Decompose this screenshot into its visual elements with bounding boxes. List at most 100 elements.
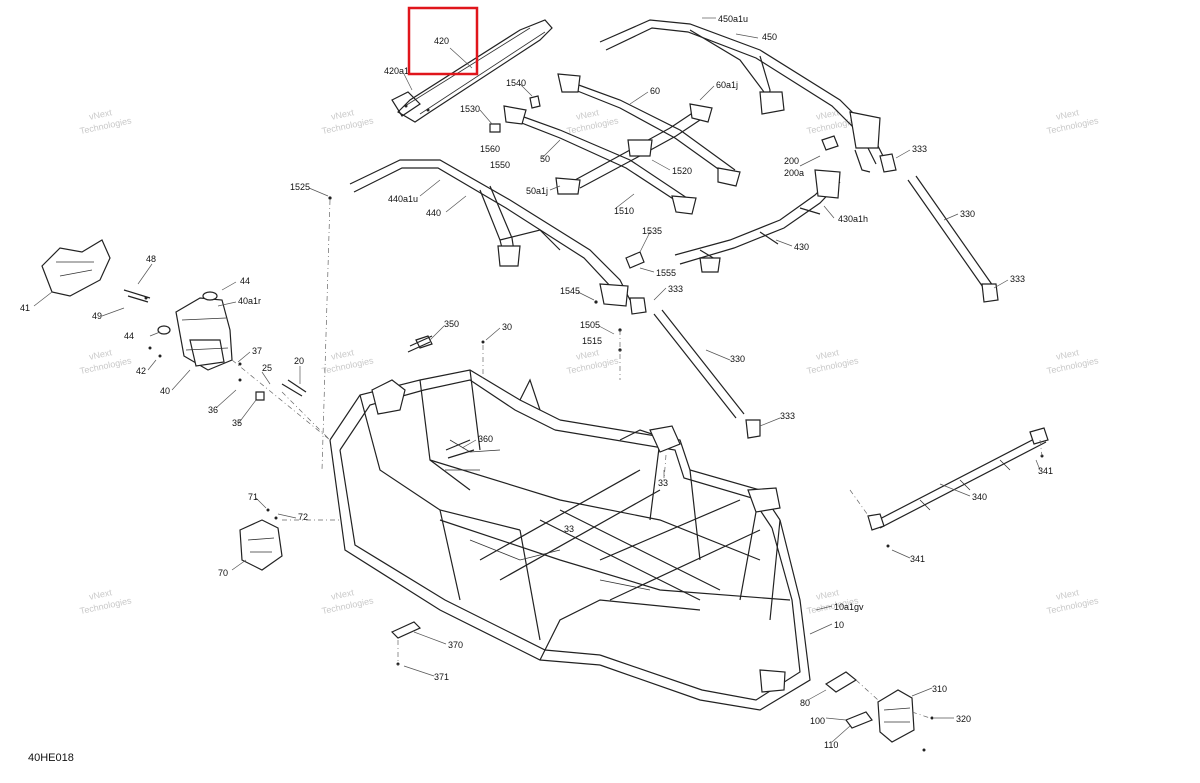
svg-text:vNext: vNext — [575, 347, 600, 362]
callout-200a: 200a — [784, 168, 804, 178]
callout-310: 310 — [932, 684, 947, 694]
callout-370: 370 — [448, 640, 463, 650]
svg-text:vNext: vNext — [815, 587, 840, 602]
part-420-pillar — [391, 19, 553, 123]
part-70-mount — [239, 508, 283, 571]
part-450-hoop — [599, 19, 886, 173]
callout-200: 200 — [784, 156, 799, 166]
callout-37: 37 — [252, 346, 262, 356]
callout-72: 72 — [298, 512, 308, 522]
part-310-bracket — [877, 689, 915, 743]
callout-1525: 1525 — [290, 182, 310, 192]
callout-450a1u: 450a1u — [718, 14, 748, 24]
part-200-clip — [821, 135, 839, 151]
svg-text:vNext: vNext — [88, 347, 113, 362]
part-20-25-pins — [238, 378, 307, 401]
part-60-brace — [557, 73, 741, 189]
callout-48: 48 — [146, 254, 156, 264]
callout-labels: 420 420a1 450a1u 450 1540 60 60a1j 1530 … — [20, 14, 1053, 750]
svg-text:vNext: vNext — [88, 587, 113, 602]
callout-1515: 1515 — [582, 336, 602, 346]
callout-333: 333 — [1010, 274, 1025, 284]
callout-110: 110 — [824, 740, 838, 750]
callout-35: 35 — [232, 418, 242, 428]
part-350-360-brackets — [407, 335, 485, 459]
callout-33: 33 — [658, 478, 668, 488]
svg-text:vNext: vNext — [330, 107, 355, 122]
part-330-strut-right — [879, 153, 999, 303]
callout-420a1: 420a1 — [384, 66, 409, 76]
callout-340: 340 — [972, 492, 987, 502]
callout-40a1r: 40a1r — [238, 296, 261, 306]
callout-350: 350 — [444, 319, 459, 329]
callout-60a1j: 60a1j — [716, 80, 738, 90]
callout-430: 430 — [794, 242, 809, 252]
callout-1530: 1530 — [460, 104, 480, 114]
callout-440a1u: 440a1u — [388, 194, 418, 204]
callout-100: 100 — [810, 716, 825, 726]
callout-44: 44 — [240, 276, 250, 286]
callout-25: 25 — [262, 363, 272, 373]
assembly-lines — [231, 199, 1043, 719]
svg-text:vNext: vNext — [330, 587, 355, 602]
part-10-main-frame — [329, 369, 811, 711]
callout-450: 450 — [762, 32, 777, 42]
callout-330: 330 — [730, 354, 745, 364]
part-430-brace — [674, 169, 841, 273]
callout-42: 42 — [136, 366, 146, 376]
callout-71: 71 — [248, 492, 258, 502]
callout-430a1h: 430a1h — [838, 214, 868, 224]
callout-20: 20 — [294, 356, 304, 366]
diagram-code: 40HE018 — [28, 752, 74, 764]
callout-440: 440 — [426, 208, 441, 218]
part-440-hoop — [349, 159, 631, 307]
part-41-cover — [41, 239, 111, 297]
callout-41: 41 — [20, 303, 30, 313]
svg-text:vNext: vNext — [1055, 587, 1080, 602]
callout-320: 320 — [956, 714, 971, 724]
callout-1555: 1555 — [656, 268, 676, 278]
svg-text:vNext: vNext — [815, 107, 840, 122]
callout-360: 360 — [478, 434, 493, 444]
callout-10: 10 — [834, 620, 844, 630]
callout-420: 420 — [434, 36, 449, 46]
callout-80: 80 — [800, 698, 810, 708]
callout-40: 40 — [160, 386, 170, 396]
callout-330: 330 — [960, 209, 975, 219]
svg-text:vNext: vNext — [1055, 107, 1080, 122]
small-hardware — [328, 95, 645, 352]
svg-text:vNext: vNext — [1055, 347, 1080, 362]
callout-1545: 1545 — [560, 286, 580, 296]
callout-1520: 1520 — [672, 166, 692, 176]
callout-1550: 1550 — [490, 160, 510, 170]
part-340-rail — [867, 427, 1049, 548]
callout-70: 70 — [218, 568, 228, 578]
callout-33: 33 — [564, 524, 574, 534]
highlight-box[interactable] — [407, 6, 479, 76]
callout-49: 49 — [92, 311, 102, 321]
callout-333: 333 — [780, 411, 795, 421]
callout-1560: 1560 — [480, 144, 500, 154]
callout-333: 333 — [912, 144, 927, 154]
callout-30: 30 — [502, 322, 512, 332]
callout-10a1gv: 10a1gv — [834, 602, 864, 612]
callout-341: 341 — [910, 554, 925, 564]
part-330-strut-middle — [629, 297, 761, 439]
part-50-brace — [503, 105, 697, 215]
callout-50: 50 — [540, 154, 550, 164]
callout-371: 371 — [434, 672, 449, 682]
callout-60: 60 — [650, 86, 660, 96]
part-370-plate — [390, 621, 422, 666]
